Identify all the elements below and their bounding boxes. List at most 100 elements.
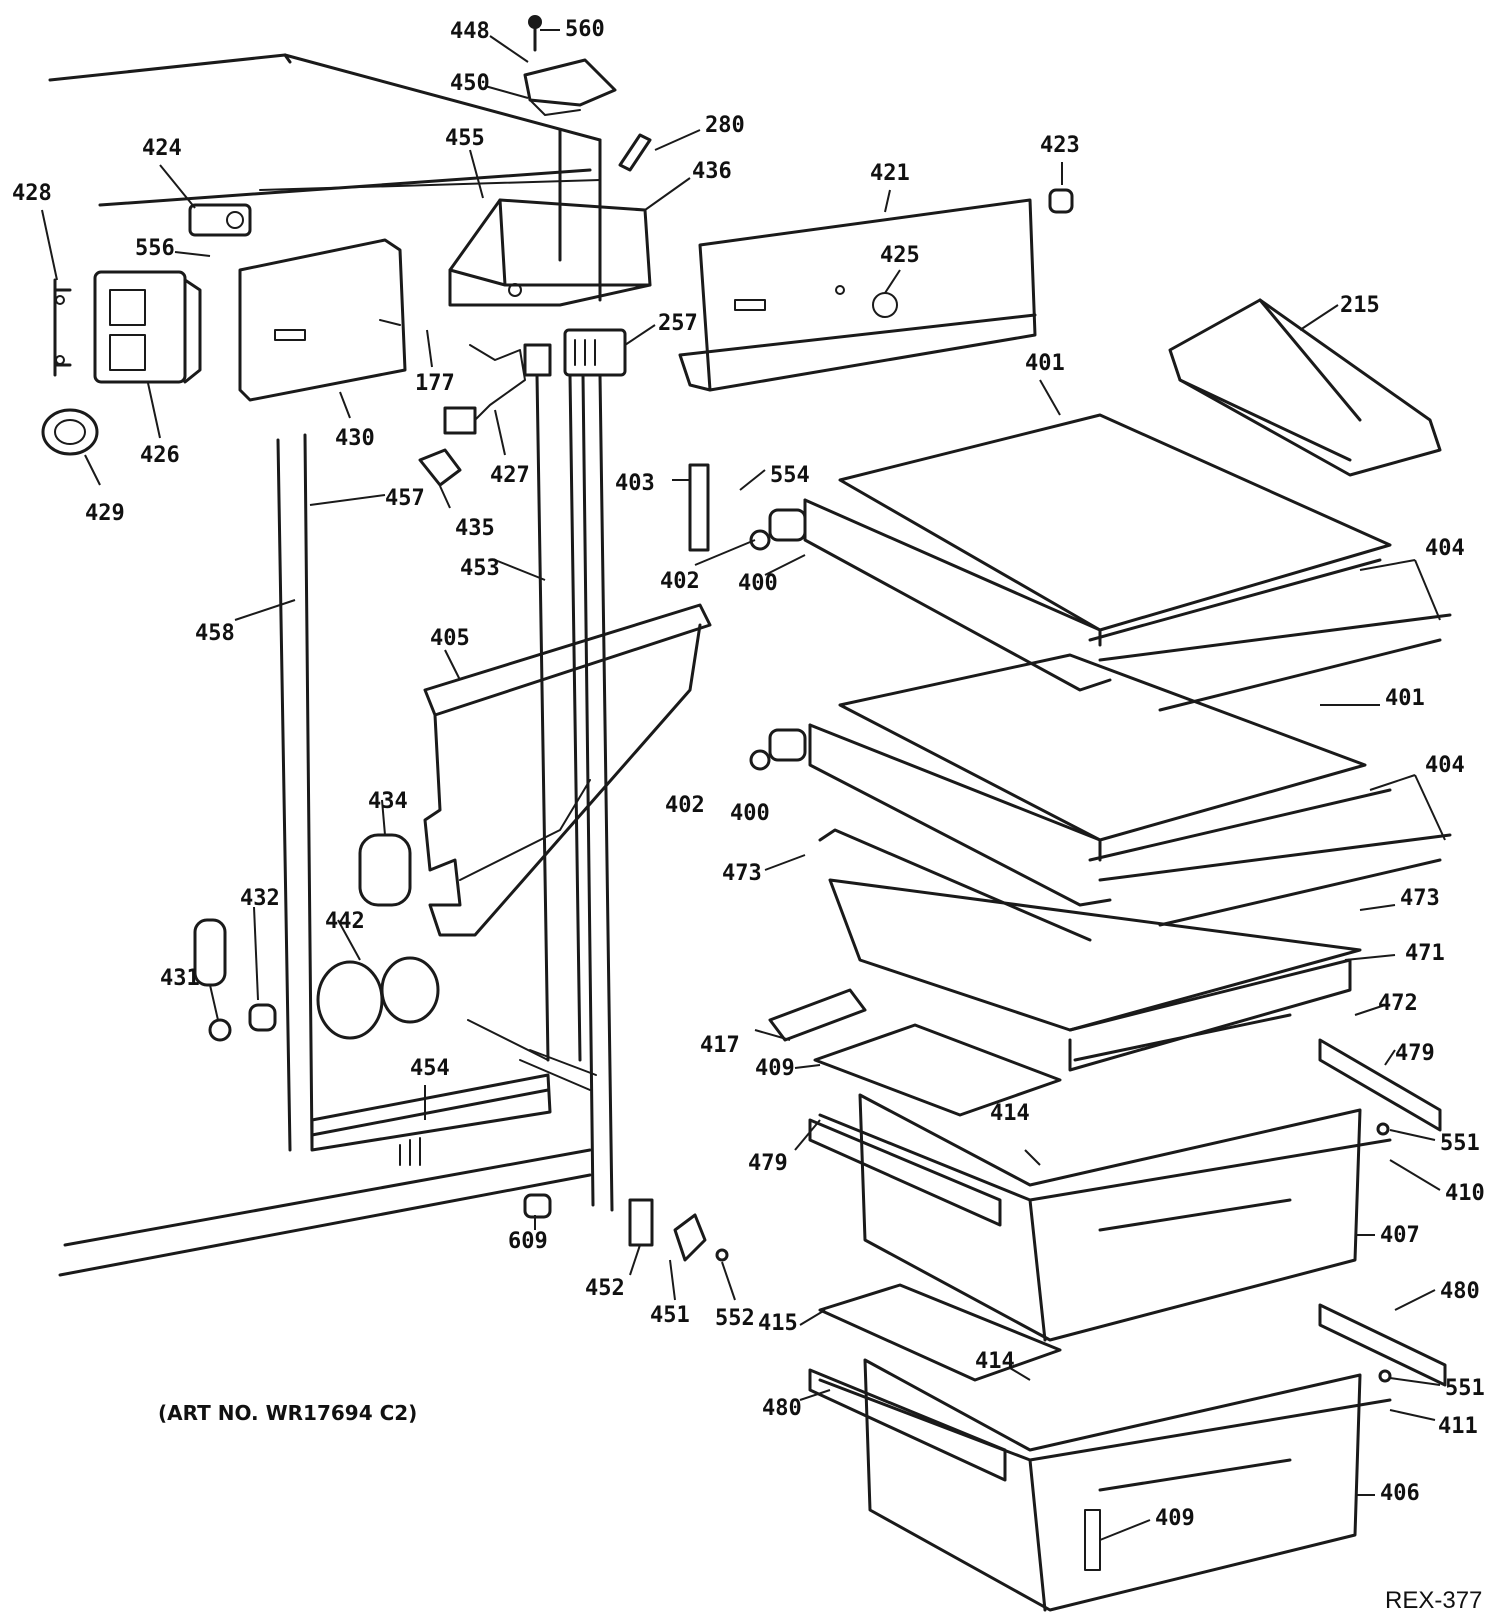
callout-552: 552 — [715, 1306, 755, 1331]
callout-404: 404 — [1425, 536, 1465, 561]
hinge-400-upper — [749, 508, 807, 551]
knob-429 — [41, 408, 99, 456]
callout-453: 453 — [460, 556, 500, 581]
hardware-group — [523, 1122, 1392, 1383]
air-damper-426 — [93, 270, 202, 384]
callout-280: 280 — [705, 113, 745, 138]
thermostat-424 — [188, 203, 252, 237]
clip-435 — [418, 448, 462, 487]
callout-434: 434 — [368, 789, 408, 814]
callout-415: 415 — [758, 1311, 798, 1336]
air-duct-cover-430 — [238, 238, 407, 402]
hinge-400-lower — [749, 728, 807, 771]
callout-551: 551 — [1440, 1131, 1480, 1156]
thermostat-housing-436 — [448, 198, 652, 307]
callout-401: 401 — [1025, 351, 1065, 376]
callout-560: 560 — [565, 17, 605, 42]
crisper-drawer-406 — [818, 1358, 1392, 1612]
callout-414: 414 — [990, 1101, 1030, 1126]
callout-429: 429 — [85, 501, 125, 526]
callout-402: 402 — [660, 569, 700, 594]
callout-428: 428 — [12, 181, 52, 206]
callout-406: 406 — [1380, 1481, 1420, 1506]
callout-427: 427 — [490, 463, 530, 488]
slide-rail-479-right — [1318, 1038, 1442, 1132]
callout-458: 458 — [195, 621, 235, 646]
shelf-405 — [423, 603, 712, 937]
callout-450: 450 — [450, 71, 490, 96]
slide-rail-480-left — [808, 1368, 1007, 1482]
callout-455: 455 — [445, 126, 485, 151]
callout-473: 473 — [1400, 886, 1440, 911]
callout-405: 405 — [430, 626, 470, 651]
crisper-drawer-407 — [818, 1093, 1392, 1342]
light-shield-448 — [523, 15, 617, 116]
leader-lines — [41, 29, 1446, 1541]
slide-rail-480-right — [1318, 1303, 1447, 1387]
callout-551: 551 — [1445, 1376, 1485, 1401]
fan-442 — [316, 956, 440, 1040]
callout-479: 479 — [1395, 1041, 1435, 1066]
callout-400: 400 — [738, 571, 778, 596]
callout-402: 402 — [665, 793, 705, 818]
callout-401: 401 — [1385, 686, 1425, 711]
callout-414: 414 — [975, 1349, 1015, 1374]
lower-shelf-401 — [808, 653, 1452, 927]
hinge-bracket-428 — [53, 278, 72, 377]
callout-480: 480 — [1440, 1279, 1480, 1304]
callout-411: 411 — [1438, 1414, 1478, 1439]
callout-452: 452 — [585, 1276, 625, 1301]
callout-421: 421 — [870, 161, 910, 186]
callout-215: 215 — [1340, 293, 1380, 318]
callout-435: 435 — [455, 516, 495, 541]
glass-409 — [813, 1023, 1062, 1117]
callout-404: 404 — [1425, 753, 1465, 778]
callout-426: 426 — [140, 443, 180, 468]
callout-451: 451 — [650, 1303, 690, 1328]
glass-415 — [818, 1283, 1062, 1382]
callout-457: 457 — [385, 486, 425, 511]
callout-431: 431 — [160, 966, 200, 991]
callout-442: 442 — [325, 909, 365, 934]
upper-shelf-401 — [803, 413, 1452, 712]
callout-257: 257 — [658, 311, 698, 336]
slide-rail-479-left — [808, 1118, 1002, 1227]
callout-430: 430 — [335, 426, 375, 451]
callout-410: 410 — [1445, 1181, 1485, 1206]
grille-431 — [193, 918, 232, 1042]
support-417 — [768, 988, 867, 1042]
callout-471: 471 — [1405, 941, 1445, 966]
light-bulb-423 — [1048, 188, 1074, 214]
callout-556: 556 — [135, 236, 175, 261]
drawing-code: REX-377 — [1385, 1587, 1482, 1614]
callout-409: 409 — [755, 1056, 795, 1081]
light-socket-280 — [618, 133, 652, 172]
callout-400: 400 — [730, 801, 770, 826]
bottle-shelf-215 — [1168, 298, 1442, 477]
callout-403: 403 — [615, 471, 655, 496]
rail-403 — [688, 463, 710, 552]
callout-423: 423 — [1040, 133, 1080, 158]
callout-409: 409 — [1155, 1506, 1195, 1531]
callout-480: 480 — [762, 1396, 802, 1421]
control-panel-421 — [678, 198, 1037, 392]
callout-473: 473 — [722, 861, 762, 886]
callout-454: 454 — [410, 1056, 450, 1081]
relay-257 — [563, 328, 627, 377]
callout-554: 554 — [770, 463, 810, 488]
harness-427 — [443, 343, 552, 435]
callout-472: 472 — [1378, 991, 1418, 1016]
callout-424: 424 — [142, 136, 182, 161]
socket-432 — [248, 1003, 277, 1032]
callout-177: 177 — [415, 371, 455, 396]
light-lens-434 — [358, 833, 412, 907]
callout-448: 448 — [450, 19, 490, 44]
callout-425: 425 — [880, 243, 920, 268]
callout-479: 479 — [748, 1151, 788, 1176]
callout-432: 432 — [240, 886, 280, 911]
crisper-cover-471 — [818, 828, 1362, 1072]
callout-labels: 448 560 450 280 455 436 424 428 556 426 … — [12, 17, 1485, 1531]
cabinet-outline — [48, 53, 614, 1277]
callout-609: 609 — [508, 1229, 548, 1254]
